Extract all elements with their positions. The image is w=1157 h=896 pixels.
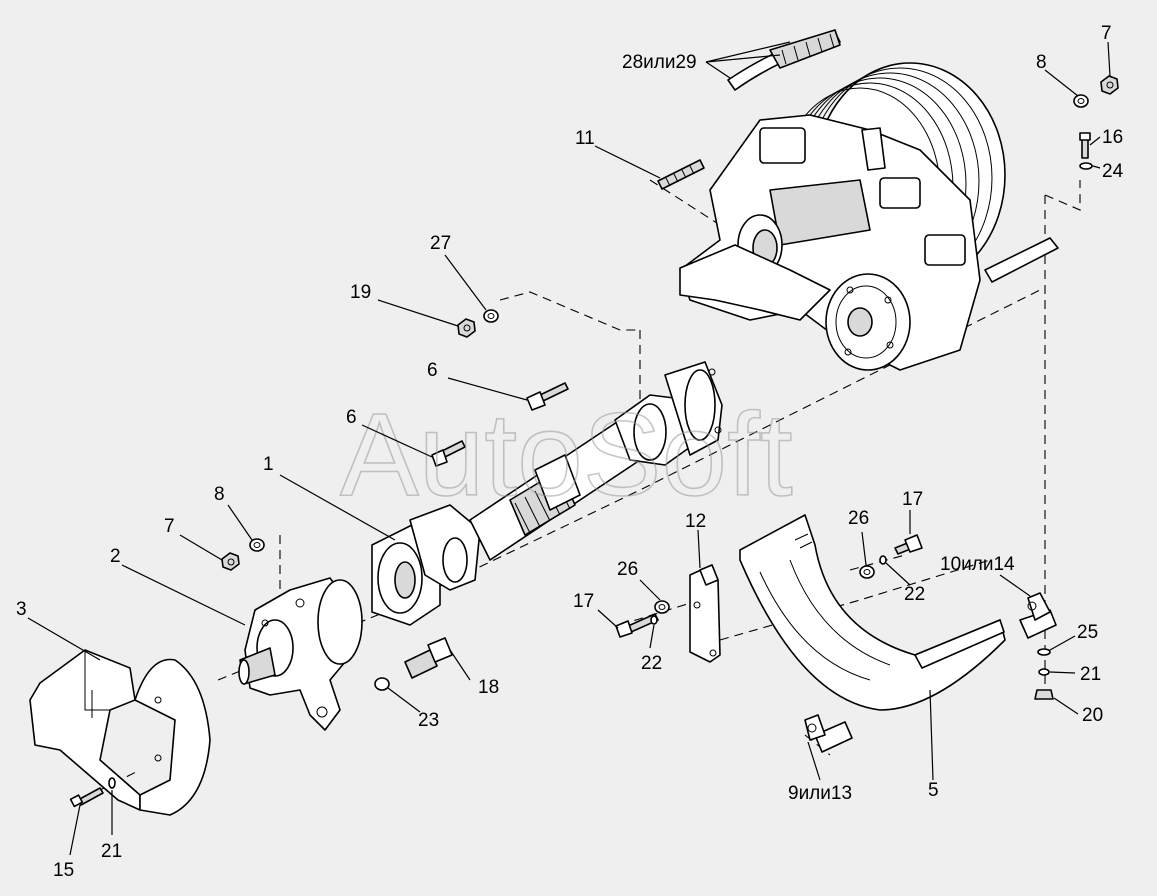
callout-17-left: 17 [573,591,594,612]
callout-21-right: 21 [1080,664,1101,685]
washer-part-8-top [1073,94,1089,108]
pulley-gearbox-housing [679,62,1059,371]
mounting-plate-part-12 [689,564,721,663]
washer-part-8 [249,538,265,552]
callout-7-left: 7 [164,516,175,537]
lock-washer-part-23 [374,677,390,691]
callout-7-top: 7 [1101,23,1112,44]
callout-20: 20 [1082,705,1103,726]
callout-23: 23 [418,710,439,731]
callout-6-lower: 6 [346,407,357,428]
callout-28-or-29: 28или29 [622,52,697,73]
guard-bracket-part-5 [739,514,1006,711]
nut-part-7 [221,552,240,571]
washer-part-21-right [1038,668,1050,676]
callout-22-right: 22 [904,584,925,605]
drive-belt-part-28-29 [727,29,841,91]
callout-9-or-13: 9или13 [788,783,852,804]
stud-part-11 [657,159,705,190]
cover-guard-part-3 [29,649,211,816]
bolt-part-6-lower [431,440,466,467]
bolt-part-15 [69,787,104,808]
washer-part-25 [1037,648,1051,656]
washer-part-22-right [879,555,887,565]
callout-22-left: 22 [641,653,662,674]
callout-24: 24 [1102,161,1124,182]
callout-16: 16 [1102,127,1123,148]
gearbox-adapter-part-2 [238,577,363,731]
bolt-part-16 [1079,132,1091,159]
bolt-part-17-right [894,534,923,555]
callout-15: 15 [53,860,74,881]
callout-8-top: 8 [1036,52,1047,73]
callout-21-left: 21 [101,841,122,862]
washer-part-24 [1079,162,1093,170]
callout-18: 18 [478,677,499,698]
callout-25: 25 [1077,622,1098,643]
cardan-shaft-part-1 [371,361,723,626]
callout-26-right: 26 [848,508,869,529]
bolt-part-18 [404,637,453,679]
callout-12: 12 [685,511,706,532]
callout-8-left: 8 [214,484,225,505]
watermark-text: AutoSoft [340,389,793,521]
leader-lines [27,41,1111,856]
callout-1: 1 [263,454,274,475]
callout-17-right: 17 [902,489,923,510]
callout-19: 19 [350,282,371,303]
nut-part-7-top [1100,75,1119,95]
callout-6-upper: 6 [427,360,438,381]
washer-part-27 [483,309,499,323]
nut-part-20 [1034,689,1054,700]
callout-26-left: 26 [617,559,638,580]
callout-labels: 1 2 3 5 6 6 7 7 8 8 9или13 10или14 11 12… [16,23,1124,881]
washer-part-22-left [650,615,658,625]
washer-part-21 [108,777,116,789]
bolt-part-6-upper [526,382,569,411]
callout-3: 3 [16,599,27,620]
nut-part-19 [457,318,476,338]
washer-part-26-left [654,600,670,614]
callout-11: 11 [575,128,595,149]
washer-part-26-right [859,565,875,579]
clamp-bracket-part-10-14 [1019,592,1057,639]
callout-27: 27 [430,233,451,254]
callout-5: 5 [928,780,939,801]
clamp-bracket-part-9-13 [804,714,853,753]
callout-2: 2 [110,546,121,567]
callout-10-or-14: 10или14 [940,554,1015,575]
